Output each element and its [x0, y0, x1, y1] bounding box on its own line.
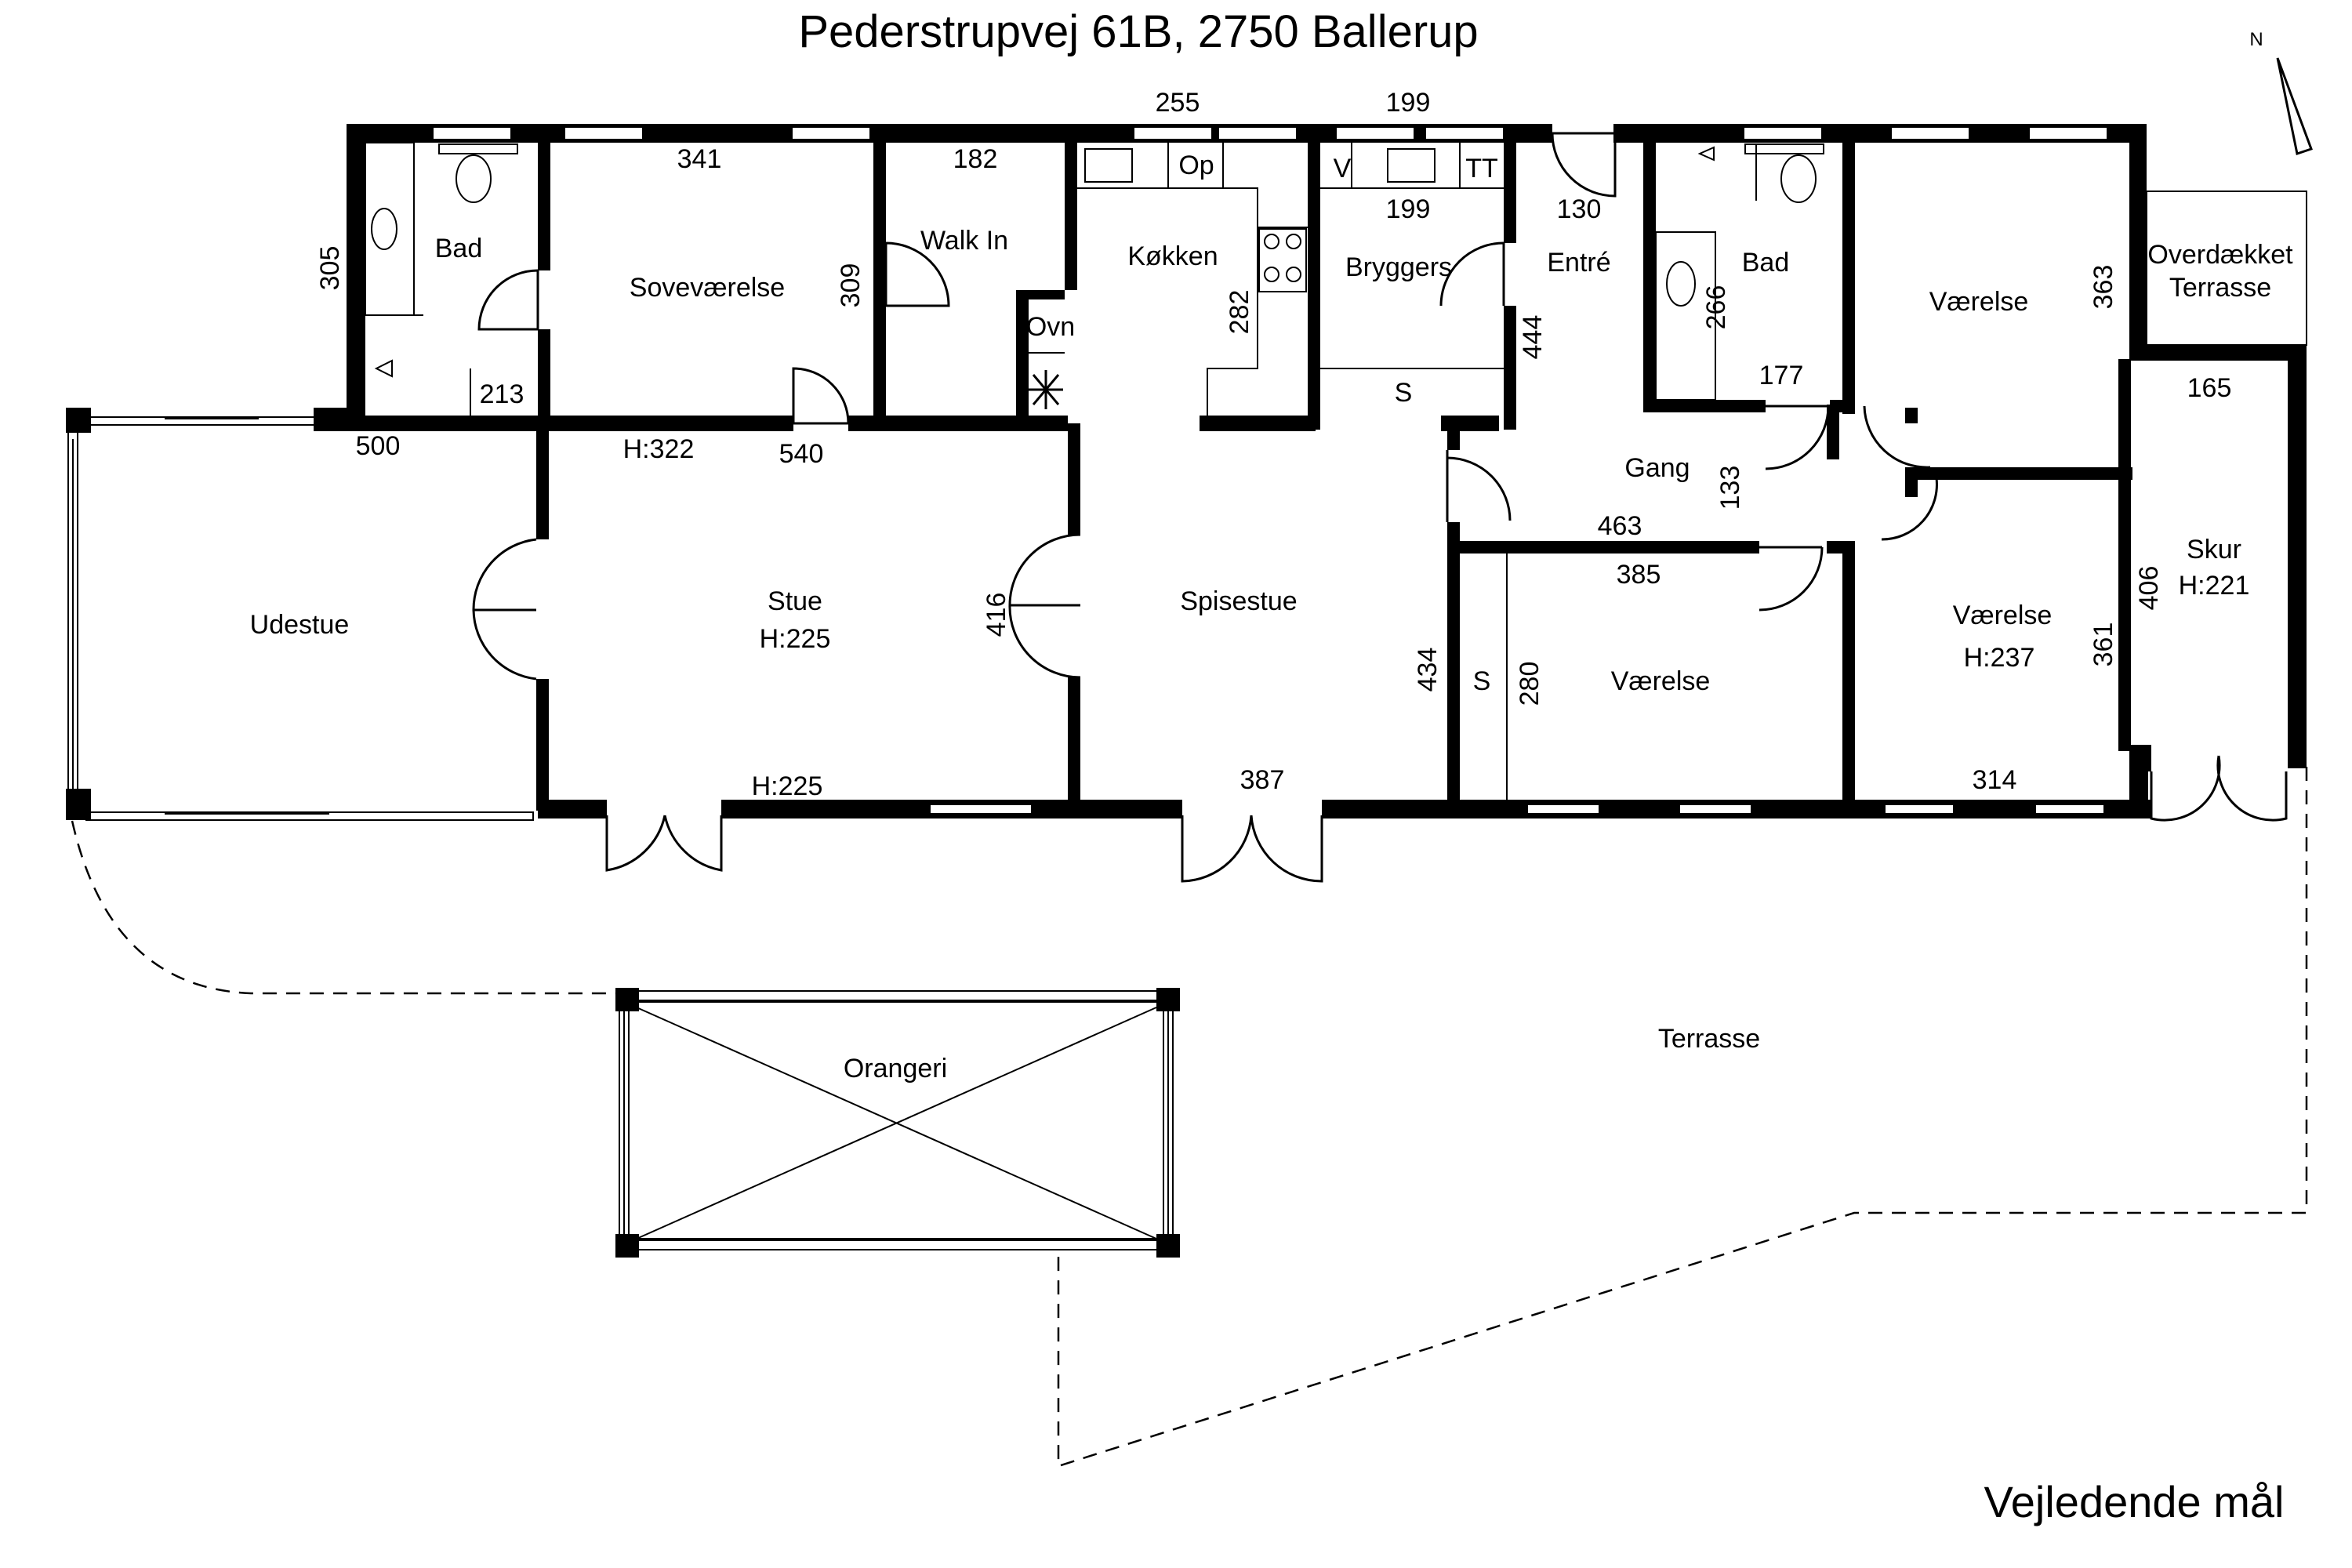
dim-463: 463 — [1598, 511, 1642, 541]
room-bad-right: Bad — [1742, 248, 1790, 278]
room-overdaekket-line2: Terrasse — [2169, 273, 2271, 303]
dim-363: 363 — [2089, 265, 2118, 310]
dim-341: 341 — [677, 144, 722, 174]
room-walk-in: Walk In — [920, 226, 1008, 256]
dim-387: 387 — [1240, 765, 1285, 795]
dim-199-top: 199 — [1386, 88, 1431, 118]
room-gang: Gang — [1624, 453, 1690, 483]
dim-280: 280 — [1515, 662, 1544, 706]
terrace-outline — [71, 767, 2308, 1468]
stove-icon — [1258, 228, 1307, 292]
kitchen-sink-icon — [1084, 148, 1133, 183]
room-spisestue: Spisestue — [1180, 586, 1297, 616]
room-bryggers: Bryggers — [1345, 252, 1452, 282]
udestue-glazing — [66, 408, 534, 821]
bryggers-sink-icon — [1387, 148, 1436, 183]
dim-213: 213 — [480, 379, 524, 409]
windows — [432, 126, 2108, 815]
room-overdaekket-line1: Overdækket — [2147, 240, 2293, 270]
room-koekken: Køkken — [1127, 241, 1218, 271]
dim-314: 314 — [1973, 765, 2017, 795]
walls — [347, 124, 2307, 818]
dim-500: 500 — [356, 431, 401, 461]
room-skur-height: H:221 — [2179, 571, 2250, 601]
room-entre: Entré — [1547, 248, 1610, 278]
dim-305: 305 — [315, 246, 345, 291]
dim-h225-bottom: H:225 — [752, 771, 823, 801]
dim-309: 309 — [836, 263, 866, 308]
dim-h322: H:322 — [623, 434, 695, 464]
dim-385: 385 — [1617, 560, 1661, 590]
room-sovevaerelse: Soveværelse — [630, 273, 785, 303]
fixtures — [365, 142, 2307, 803]
sink-icon — [371, 208, 397, 250]
ventilation-icon — [1029, 370, 1063, 409]
toilet-icon-2 — [1780, 154, 1817, 203]
room-vaerelse-ne: Værelse — [1929, 287, 2029, 317]
label-s-bryggers: S — [1395, 378, 1413, 408]
dim-130: 130 — [1557, 194, 1602, 224]
dimensions: 255 199 341 182 199 130 213 177 165 500 … — [315, 88, 2231, 801]
room-skur: Skur — [2187, 535, 2241, 564]
dim-182: 182 — [953, 144, 998, 174]
label-ovn: Ovn — [1026, 312, 1075, 342]
dim-165: 165 — [2187, 373, 2232, 403]
room-vaerelse-se-height: H:237 — [1964, 643, 2035, 673]
room-bad-left: Bad — [435, 234, 483, 263]
compass-north-label: N — [2249, 29, 2263, 50]
room-terrasse: Terrasse — [1658, 1024, 1760, 1054]
doors — [472, 132, 2288, 883]
room-orangeri: Orangeri — [844, 1054, 947, 1083]
room-udestue: Udestue — [250, 610, 350, 640]
toilet-icon — [456, 154, 492, 203]
compass-icon: N — [2249, 29, 2313, 155]
label-op: Op — [1178, 151, 1214, 180]
dim-434: 434 — [1413, 648, 1443, 692]
room-vaerelse-se: Værelse — [1953, 601, 2053, 630]
shower-icon — [374, 359, 393, 378]
dim-361: 361 — [2089, 622, 2118, 667]
dim-444: 444 — [1518, 315, 1548, 360]
label-v: V — [1334, 154, 1352, 183]
room-labels: Bad Soveværelse Walk In Køkken Bryggers … — [250, 226, 2293, 1083]
dim-282: 282 — [1225, 290, 1254, 335]
disclaimer-note: Vejledende mål — [1984, 1477, 2285, 1526]
dim-255: 255 — [1156, 88, 1200, 118]
dim-266: 266 — [1701, 285, 1731, 330]
dim-540: 540 — [779, 439, 824, 469]
orangeri-structure — [615, 988, 1180, 1258]
dim-133: 133 — [1715, 466, 1745, 510]
dim-199-inner: 199 — [1386, 194, 1431, 224]
dim-406: 406 — [2134, 566, 2164, 611]
room-vaerelse-mid: Værelse — [1611, 666, 1711, 696]
room-stue: Stue — [768, 586, 822, 616]
plan-title: Pederstrupvej 61B, 2750 Ballerup — [798, 6, 1478, 57]
fixture-labels: Op Ovn V TT S S — [1026, 151, 1498, 696]
label-tt: TT — [1465, 154, 1498, 183]
room-stue-height: H:225 — [760, 624, 831, 654]
dim-416: 416 — [982, 593, 1011, 637]
label-s-vaerelse: S — [1473, 666, 1491, 696]
sink-icon-2 — [1666, 261, 1696, 307]
dim-177: 177 — [1759, 361, 1804, 390]
shower-icon-2 — [1697, 146, 1715, 162]
